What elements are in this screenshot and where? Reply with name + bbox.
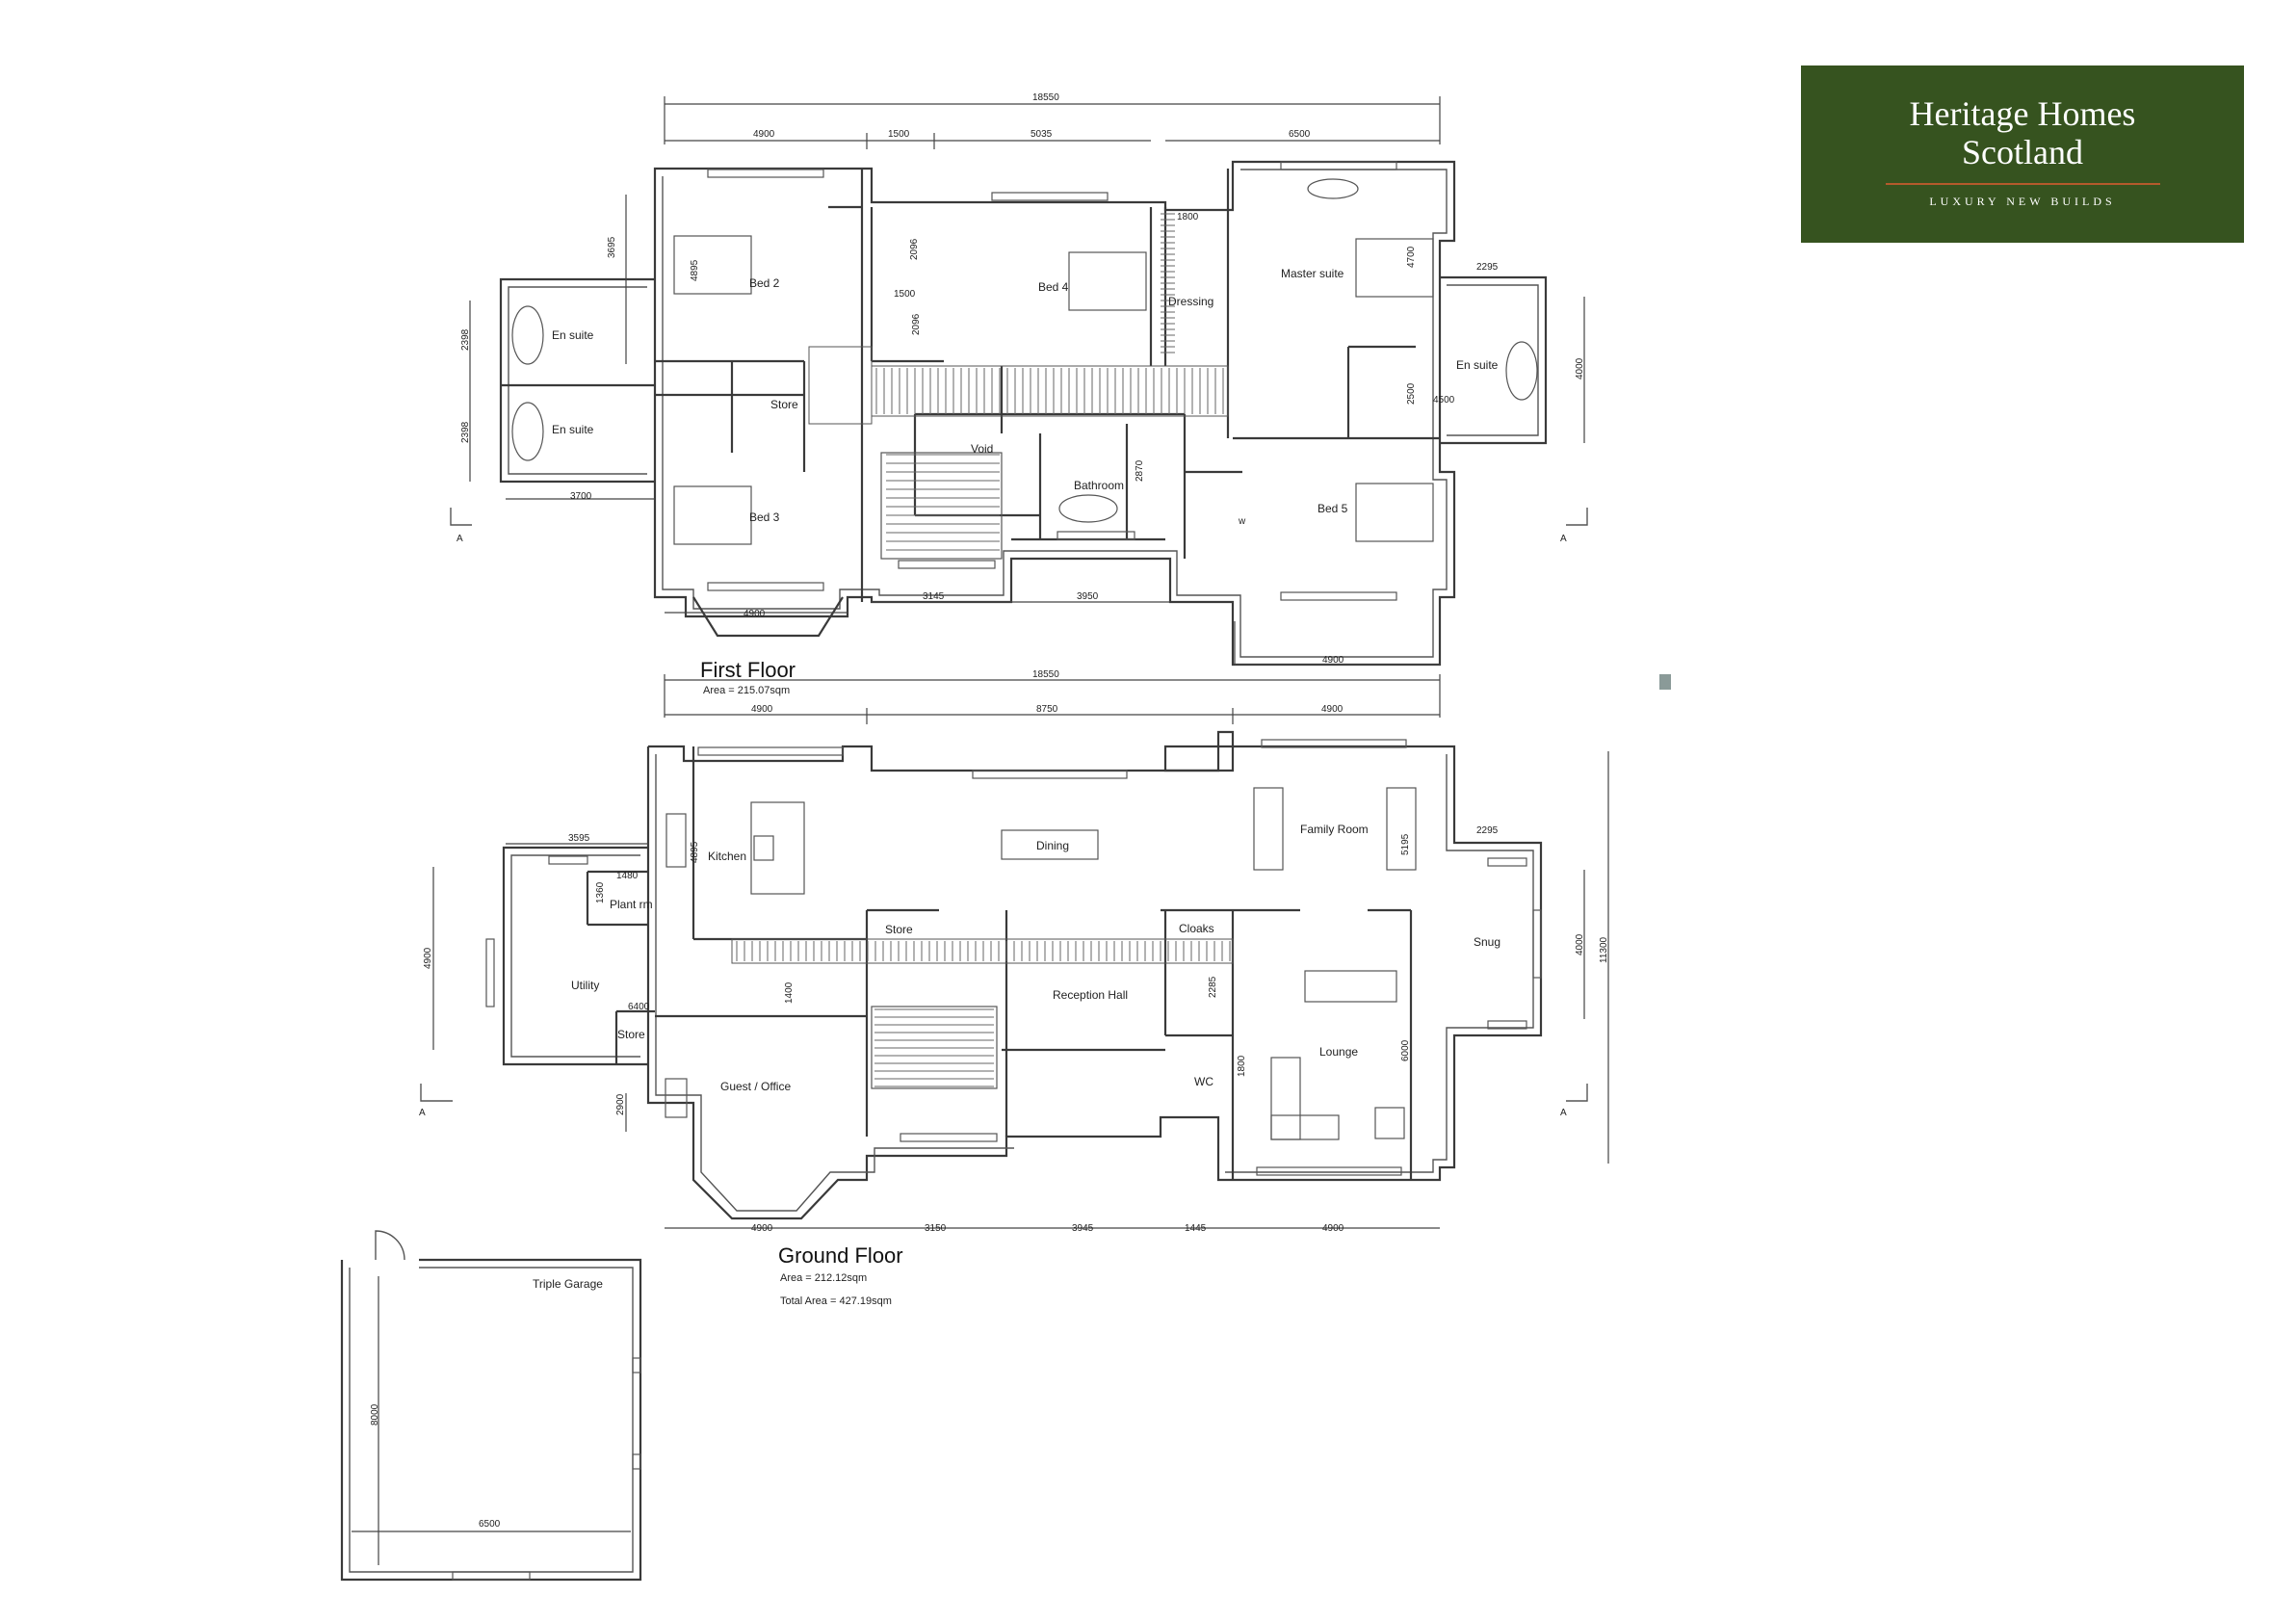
ff-dim-2398b: 2398 xyxy=(460,421,471,443)
gf-section-right: A xyxy=(1560,1108,1567,1118)
room-utility: Utility xyxy=(571,979,599,992)
gf-dim-3945: 3945 xyxy=(1072,1223,1094,1234)
ff-dim-5035: 5035 xyxy=(1031,129,1053,140)
ground-floor-area: Area = 212.12sqm xyxy=(780,1272,867,1284)
room-dressing: Dressing xyxy=(1168,295,1213,308)
ff-dim-1500b: 1500 xyxy=(894,289,916,300)
ground-floor-plan xyxy=(340,674,1671,1582)
room-plant-rm: Plant rm xyxy=(610,898,653,911)
ff-dim-4900c: 4900 xyxy=(1322,655,1344,666)
ff-dim-4900b: 4900 xyxy=(744,609,766,619)
gf-dim-5195: 5195 xyxy=(1400,833,1411,855)
ff-dim-2295: 2295 xyxy=(1476,262,1499,273)
ff-dim-4895: 4895 xyxy=(690,259,700,281)
room-store-hall: Store xyxy=(885,923,913,936)
ff-section-left: A xyxy=(457,534,463,544)
brand-line-1: Heritage Homes xyxy=(1909,94,2136,133)
room-bed-3: Bed 3 xyxy=(749,510,780,524)
room-lounge: Lounge xyxy=(1319,1045,1358,1059)
room-guest-office: Guest / Office xyxy=(720,1080,791,1093)
gf-section-left: A xyxy=(419,1108,426,1118)
gf-dim-4000: 4000 xyxy=(1575,933,1585,955)
garage-dim-8000: 8000 xyxy=(370,1403,380,1426)
room-reception-hall: Reception Hall xyxy=(1053,988,1128,1002)
brand-logo: Heritage Homes Scotland LUXURY NEW BUILD… xyxy=(1801,65,2244,243)
gf-dim-3595: 3595 xyxy=(568,833,590,844)
gf-dim-4900a: 4900 xyxy=(751,704,773,715)
ff-dim-3700: 3700 xyxy=(570,491,592,502)
room-store: Store xyxy=(770,398,798,411)
room-store-utility: Store xyxy=(617,1028,645,1041)
brand-divider xyxy=(1885,183,2160,185)
room-dining: Dining xyxy=(1036,839,1069,852)
gf-dim-1800: 1800 xyxy=(1237,1055,1247,1077)
room-wc: WC xyxy=(1194,1075,1213,1088)
ff-dim-2398a: 2398 xyxy=(460,328,471,351)
room-snug: Snug xyxy=(1474,935,1500,949)
garage-dim-6500: 6500 xyxy=(479,1519,501,1530)
brand-line-2: Scotland xyxy=(1962,133,2083,171)
gf-dim-6400: 6400 xyxy=(628,1002,650,1012)
gf-dim-1445: 1445 xyxy=(1185,1223,1207,1234)
ff-dim-1800: 1800 xyxy=(1177,212,1199,222)
ff-dim-6500: 6500 xyxy=(1289,129,1311,140)
ground-floor-title: Ground Floor xyxy=(778,1243,903,1268)
ff-dim-4700: 4700 xyxy=(1406,246,1417,268)
ff-section-right: A xyxy=(1560,534,1567,544)
room-en-suite-3: En suite xyxy=(1456,358,1499,372)
gf-dim-3150: 3150 xyxy=(925,1223,947,1234)
gf-dim-total: 18550 xyxy=(1032,669,1059,680)
total-area: Total Area = 427.19sqm xyxy=(780,1295,892,1307)
brand-tagline: LUXURY NEW BUILDS xyxy=(1929,195,2116,208)
ff-dim-2096b: 2096 xyxy=(911,313,922,335)
ff-dim-3145: 3145 xyxy=(923,591,945,602)
room-master-suite: Master suite xyxy=(1281,267,1344,280)
gf-dim-11300: 11300 xyxy=(1599,936,1609,963)
room-en-suite-1: En suite xyxy=(552,328,594,342)
first-floor-plan: A A xyxy=(450,96,1588,667)
gf-dim-4900c: 4900 xyxy=(751,1223,773,1234)
first-floor-title: First Floor xyxy=(700,658,796,682)
ff-dim-3695: 3695 xyxy=(607,236,617,258)
ff-dim-total: 18550 xyxy=(1032,92,1059,103)
ff-dim-4500: 4500 xyxy=(1433,395,1455,406)
ff-dim-2500: 2500 xyxy=(1406,382,1417,405)
room-bed-2: Bed 2 xyxy=(749,276,780,290)
room-cloaks: Cloaks xyxy=(1179,922,1214,935)
gf-dim-6000: 6000 xyxy=(1400,1039,1411,1061)
room-family-room: Family Room xyxy=(1300,823,1369,836)
room-bathroom: Bathroom xyxy=(1074,479,1124,492)
room-kitchen: Kitchen xyxy=(708,850,746,863)
gf-dim-1480: 1480 xyxy=(616,871,639,881)
room-bed-4: Bed 4 xyxy=(1038,280,1069,294)
first-floor-area: Area = 215.07sqm xyxy=(703,685,790,696)
ff-dim-4900: 4900 xyxy=(753,129,775,140)
ff-dim-2096a: 2096 xyxy=(909,238,920,260)
ff-dim-3950: 3950 xyxy=(1077,591,1099,602)
gf-dim-2285: 2285 xyxy=(1208,976,1218,998)
room-bed-5: Bed 5 xyxy=(1318,502,1348,515)
gf-dim-8750: 8750 xyxy=(1036,704,1058,715)
room-en-suite-2: En suite xyxy=(552,423,594,436)
gf-dim-2295: 2295 xyxy=(1476,825,1499,836)
gf-dim-1400: 1400 xyxy=(784,981,795,1004)
room-void: Void xyxy=(971,442,993,456)
gf-dim-4900b: 4900 xyxy=(1321,704,1344,715)
ff-dim-4000: 4000 xyxy=(1575,357,1585,379)
room-w: w xyxy=(1238,516,1246,527)
ff-dim-1500: 1500 xyxy=(888,129,910,140)
gf-dim-1360: 1360 xyxy=(595,881,606,903)
gf-dim-4900v: 4900 xyxy=(423,947,433,969)
ff-dim-2870: 2870 xyxy=(1135,459,1145,482)
gf-dim-4895: 4895 xyxy=(690,841,700,863)
room-triple-garage: Triple Garage xyxy=(533,1277,603,1291)
gf-dim-2900: 2900 xyxy=(615,1093,626,1115)
gf-dim-4900d: 4900 xyxy=(1322,1223,1344,1234)
